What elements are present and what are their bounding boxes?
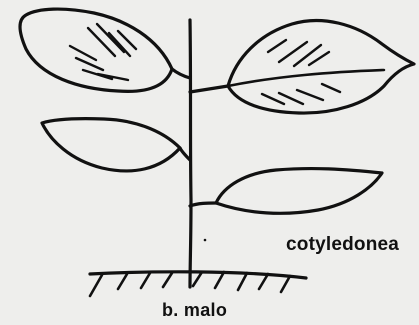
lower-left-cotyledon [42, 119, 180, 171]
lower-left-petiole [180, 148, 190, 160]
lower-right-petiole [190, 203, 216, 206]
stem-speck [204, 239, 207, 242]
upper-right-petiole [190, 86, 228, 92]
lower-right-cotyledon [216, 169, 382, 214]
cotyledon-label: cotyledonea [286, 234, 399, 256]
upper-left-petiole [172, 69, 190, 78]
upper-right-leaf-midrib [228, 70, 384, 86]
upper-left-leaf [20, 9, 172, 91]
figure-caption: b. malo [162, 300, 227, 321]
upper-left-leaf-veins [70, 24, 136, 80]
stem [190, 20, 191, 287]
